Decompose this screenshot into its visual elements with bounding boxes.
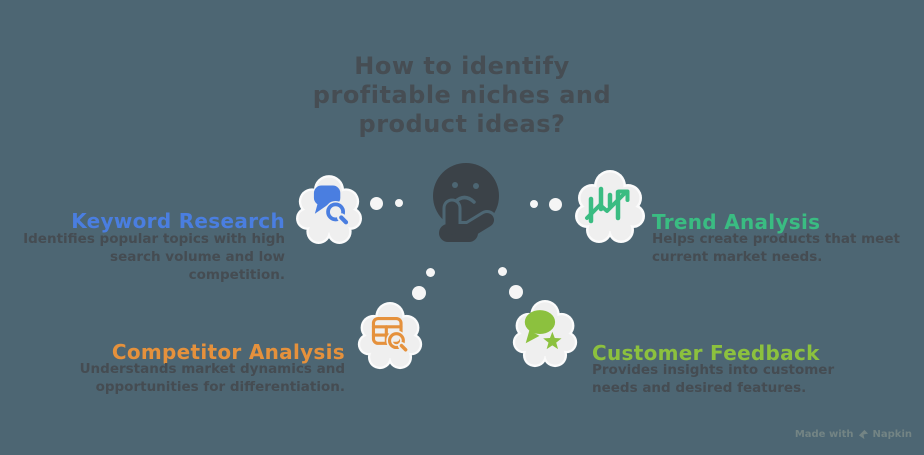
thought-dot	[412, 286, 426, 300]
title-line: How to identify	[354, 52, 570, 80]
competitor-analysis-description: Understands market dynamics and opportun…	[80, 360, 345, 396]
description-line: Understands market dynamics and	[79, 361, 345, 377]
watermark: Made with Napkin	[795, 429, 912, 440]
thought-dot	[509, 285, 523, 299]
description-line: Helps create products that meet	[652, 231, 900, 247]
thinking-face-emoji	[425, 162, 507, 245]
description-line: Provides insights into customer	[592, 362, 835, 378]
speech-bubble-magnifier-icon	[296, 173, 362, 247]
customer-feedback-description: Provides insights into customer needs an…	[592, 361, 834, 397]
customer-feedback-heading: Customer Feedback	[592, 340, 820, 365]
table-magnifier-icon	[357, 302, 423, 370]
keyword-research-description: Identifies popular topics with high sear…	[23, 230, 285, 284]
thought-dot	[549, 198, 562, 211]
thought-dot	[370, 197, 383, 210]
watermark-brand: Napkin	[872, 429, 912, 440]
keyword-research-heading: Keyword Research	[71, 208, 285, 233]
trend-analysis-heading: Trend Analysis	[652, 209, 821, 234]
description-line: current market needs.	[652, 249, 823, 265]
thought-dot	[395, 199, 403, 207]
trend-chart-arrow-icon	[575, 169, 645, 245]
thought-dot	[426, 268, 435, 277]
description-line: needs and desired features.	[592, 380, 807, 396]
description-line: Identifies popular topics with high	[23, 231, 285, 247]
title-line: profitable niches and	[312, 81, 612, 109]
page-title: How to identify profitable niches and pr…	[0, 52, 924, 139]
description-line: opportunities for differentiation.	[95, 379, 345, 395]
thought-dot	[498, 267, 507, 276]
description-line: competition.	[188, 267, 285, 283]
thought-dot	[530, 200, 538, 208]
speech-bubble-star-icon	[511, 300, 579, 368]
description-line: search volume and low	[110, 249, 285, 265]
watermark-prefix: Made with	[794, 429, 854, 440]
napkin-logo-icon	[858, 429, 868, 440]
title-line: product ideas?	[358, 110, 566, 138]
trend-analysis-description: Helps create products that meet current …	[652, 230, 900, 266]
competitor-analysis-heading: Competitor Analysis	[111, 339, 345, 364]
